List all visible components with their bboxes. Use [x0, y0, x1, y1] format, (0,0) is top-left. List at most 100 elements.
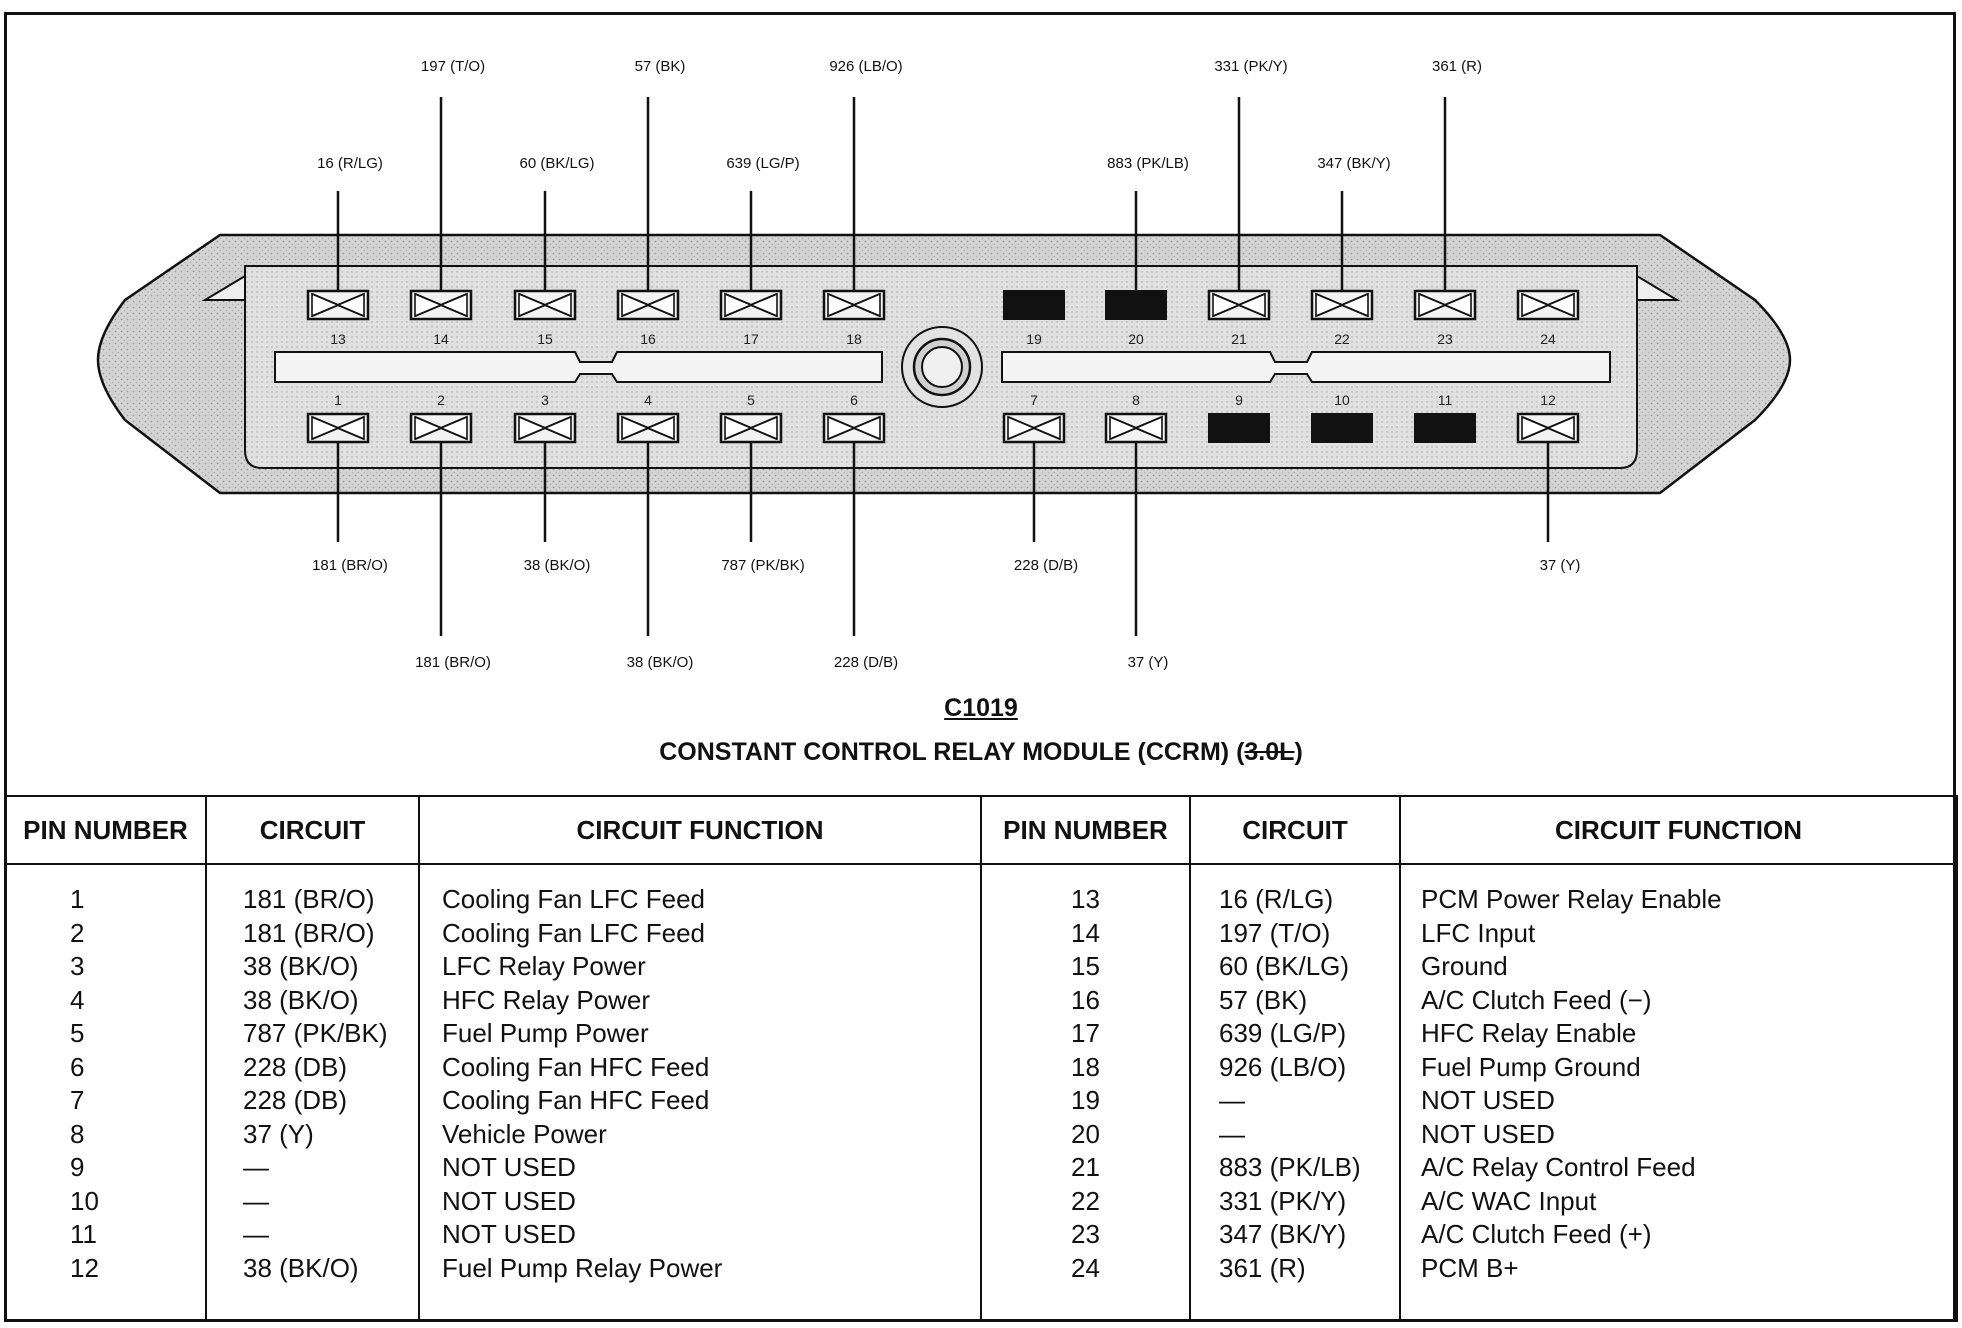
cavity-3: [513, 412, 577, 444]
table-cell-circuit: 181 (BR/O): [243, 884, 375, 914]
wire-circuit-label: 181 (BR/O): [415, 654, 491, 671]
cavity-17: [719, 289, 783, 321]
table-cell-function: Cooling Fan HFC Feed: [442, 1051, 710, 1082]
table-cell-function: Fuel Pump Power: [442, 1018, 649, 1048]
wire-circuit-label: 883 (PK/LB): [1107, 155, 1189, 172]
connector-diagram: 131142153164175186197208219221023112412 …: [96, 58, 1792, 671]
table-cell-pin: 11: [70, 1219, 97, 1249]
wire-circuit-label: 37 (Y): [1128, 654, 1169, 671]
wire-circuit-label: 639 (LG/P): [726, 155, 799, 172]
table-cell-circuit: —: [243, 1219, 269, 1249]
cavity-number: 15: [537, 331, 553, 347]
table-cell-circuit: 926 (LB/O): [1219, 1051, 1347, 1082]
table-cell-circuit: 197 (T/O): [1219, 917, 1331, 948]
cavity-23: [1413, 289, 1477, 321]
cavity-number: 14: [433, 331, 449, 347]
cavity-number: 5: [747, 392, 755, 408]
cavity-5: [719, 412, 783, 444]
cavity-number: 13: [330, 331, 346, 347]
header-pin-number: PIN NUMBER: [4, 795, 207, 865]
cavity-number: 8: [1132, 392, 1140, 408]
cavity-number: 17: [743, 331, 759, 347]
table-cell-function: NOT USED: [442, 1152, 576, 1182]
table-cell-function: Cooling Fan LFC Feed: [442, 917, 706, 948]
subtitle-struck: 3.0L: [1244, 738, 1295, 766]
table-cell-circuit: 37 (Y): [243, 1118, 314, 1149]
table-cell-function: NOT USED: [442, 1219, 576, 1249]
cavity-8: [1104, 412, 1168, 444]
table-cell-pin: 14: [1071, 917, 1100, 948]
cavity-11: [1414, 413, 1476, 443]
wire-circuit-label: 60 (BK/LG): [519, 155, 594, 172]
wire-circuit-label: 361 (R): [1432, 58, 1482, 75]
table-cell-function: PCM B+: [1421, 1252, 1519, 1283]
table-cell-pin: 16: [1071, 984, 1100, 1015]
table-cell-pin: 13: [1071, 884, 1100, 914]
cavity-7: [1002, 412, 1066, 444]
cavity-2: [409, 412, 473, 444]
table-cell-function: Fuel Pump Ground: [1421, 1051, 1641, 1082]
table-cell-circuit: 60 (BK/LG): [1219, 951, 1350, 981]
table-cell-circuit: 57 (BK): [1219, 984, 1308, 1015]
table-cell-circuit: 38 (BK/O): [243, 951, 359, 981]
table-cell-function: LFC Input: [1421, 917, 1536, 948]
table-cell-pin: 5: [70, 1018, 85, 1048]
table-cell-function: A/C Clutch Feed (+): [1421, 1219, 1652, 1249]
header-circuit-function: CIRCUIT FUNCTION: [1399, 795, 1958, 865]
wire-circuit-label: 57 (BK): [635, 58, 686, 75]
table-cell-pin: 6: [70, 1051, 85, 1082]
table-cell-pin: 2: [70, 917, 85, 948]
cavity-number: 2: [437, 392, 445, 408]
left-circuit-column: 181 (BR/O)181 (BR/O)38 (BK/O)38 (BK/O)78…: [205, 864, 420, 1322]
cavity-number: 12: [1540, 392, 1556, 408]
wire-circuit-label: 228 (D/B): [1014, 557, 1078, 574]
table-cell-circuit: 347 (BK/Y): [1219, 1219, 1347, 1249]
subtitle-main: CONSTANT CONTROL RELAY MODULE (CCRM) (: [659, 738, 1245, 766]
wire-circuit-label: 181 (BR/O): [312, 557, 388, 574]
table-cell-pin: 23: [1071, 1219, 1100, 1249]
table-cell-pin: 7: [70, 1085, 85, 1115]
cavity-number: 9: [1235, 392, 1243, 408]
cavity-15: [513, 289, 577, 321]
cavity-number: 3: [541, 392, 549, 408]
table-cell-circuit: 639 (LG/P): [1219, 1018, 1347, 1048]
table-cell-pin: 22: [1071, 1185, 1100, 1216]
table-cell-pin: 19: [1071, 1085, 1100, 1115]
connector-id: C1019: [944, 694, 1018, 722]
table-cell-function: Ground: [1421, 951, 1508, 981]
center-post-inner: [921, 346, 963, 388]
cavity-4: [616, 412, 680, 444]
table-cell-function: NOT USED: [1421, 1118, 1555, 1149]
cavity-1: [306, 412, 370, 444]
wire-circuit-label: 38 (BK/O): [524, 557, 591, 574]
cavity-number: 7: [1030, 392, 1038, 408]
wire-circuit-label: 228 (D/B): [834, 654, 898, 671]
cavity-12: [1516, 412, 1580, 444]
table-cell-circuit: 16 (R/LG): [1219, 884, 1334, 914]
cavity-10: [1311, 413, 1373, 443]
cavity-number: 20: [1128, 331, 1144, 347]
table-cell-circuit: 787 (PK/BK): [243, 1018, 388, 1048]
table-cell-function: Fuel Pump Relay Power: [442, 1252, 723, 1283]
table-cell-circuit: 38 (BK/O): [243, 1252, 359, 1283]
wire-circuit-label: 347 (BK/Y): [1317, 155, 1390, 172]
cavity-number: 19: [1026, 331, 1042, 347]
table-cell-pin: 4: [70, 984, 85, 1015]
left-latch: [201, 274, 246, 301]
table-header-row: PIN NUMBER CIRCUIT CIRCUIT FUNCTION PIN …: [4, 795, 1958, 865]
table-cell-function: HFC Relay Enable: [1421, 1018, 1637, 1048]
table-cell-function: NOT USED: [1421, 1085, 1555, 1115]
wire-circuit-label: 331 (PK/Y): [1214, 58, 1287, 75]
cavity-number: 21: [1231, 331, 1247, 347]
table-cell-pin: 12: [70, 1252, 99, 1283]
cavity-14: [409, 289, 473, 321]
header-pin-number: PIN NUMBER: [980, 795, 1191, 865]
cavity-number: 16: [640, 331, 656, 347]
right-circuit-column: 16 (R/LG)197 (T/O)60 (BK/LG)57 (BK)639 (…: [1189, 864, 1401, 1322]
table-cell-circuit: 883 (PK/LB): [1219, 1152, 1361, 1182]
cavity-6: [822, 412, 886, 444]
connector-description: CONSTANT CONTROL RELAY MODULE (CCRM) (3.…: [0, 738, 1962, 767]
table-cell-function: Cooling Fan LFC Feed: [442, 884, 706, 914]
